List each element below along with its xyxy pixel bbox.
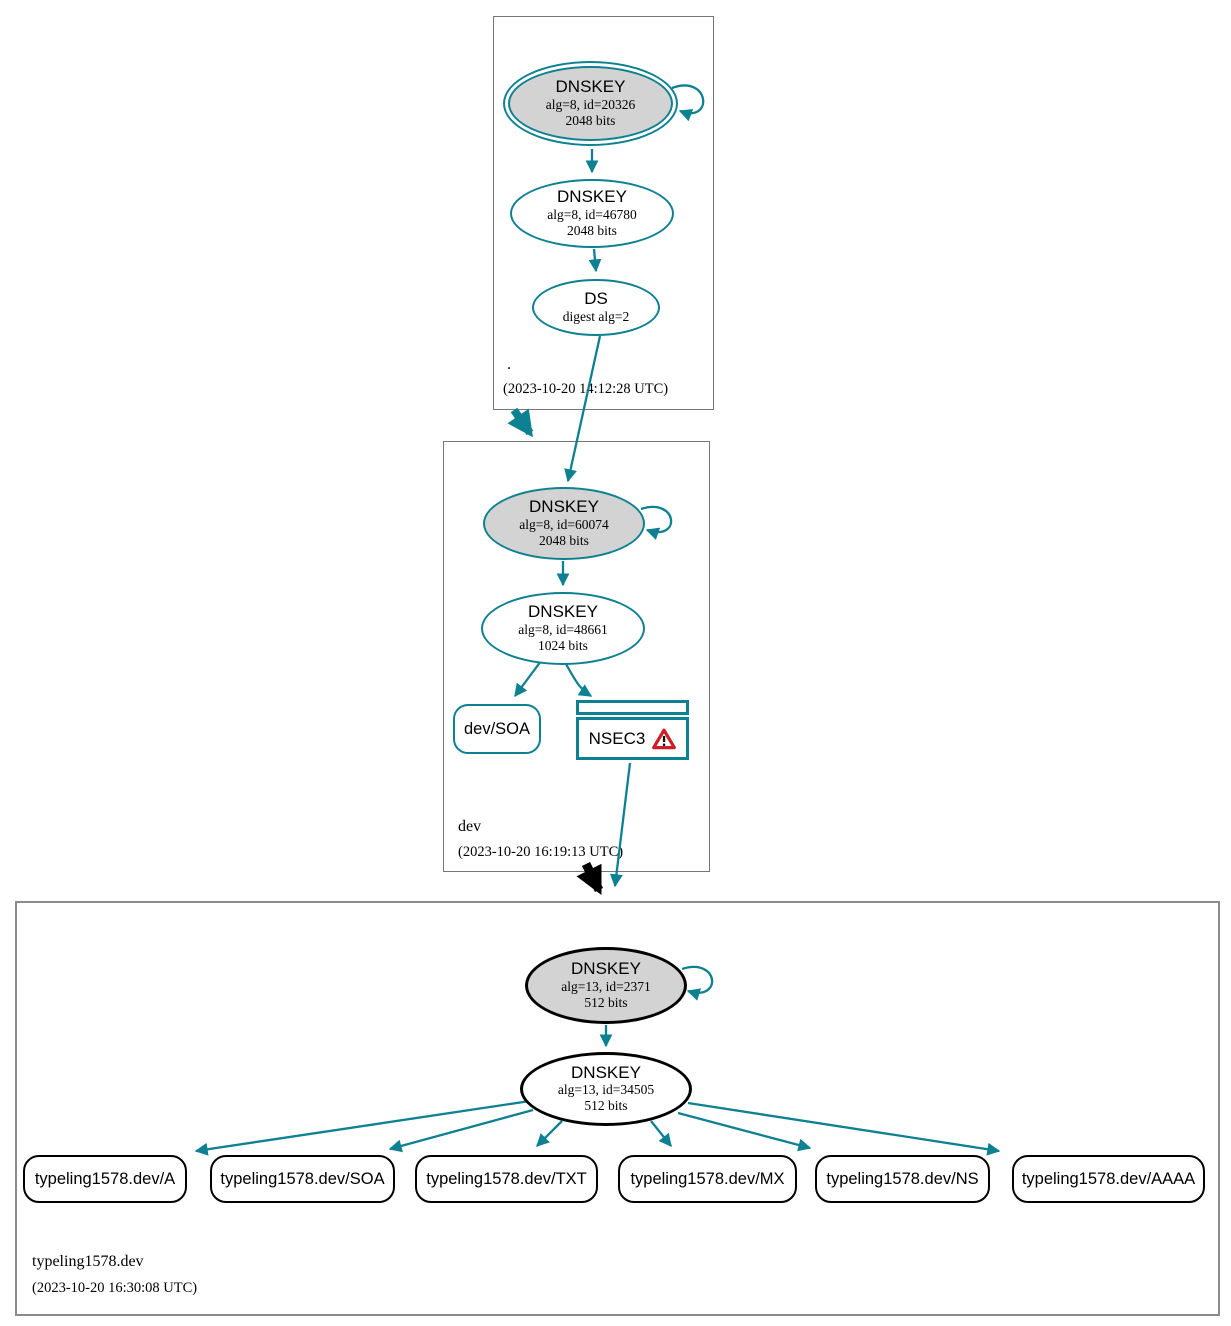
rrset-label: typeling1578.dev/A	[34, 1169, 176, 1188]
node-alg-id: alg=8, id=48661	[518, 621, 608, 637]
node-bits: 512 bits	[584, 994, 628, 1010]
rrset-label: typeling1578.dev/SOA	[220, 1169, 385, 1188]
zone-name-root: .	[507, 356, 511, 373]
node-rrset-ns[interactable]: typeling1578.dev/NS	[815, 1155, 990, 1203]
edge-zsk-to-rrset-a	[194, 1099, 531, 1156]
node-bits: 512 bits	[584, 1098, 628, 1114]
node-alg-id: alg=8, id=60074	[519, 516, 609, 532]
rrset-label: typeling1578.dev/AAAA	[1021, 1169, 1196, 1188]
node-dev-zsk[interactable]: DNSKEY alg=8, id=48661 1024 bits	[481, 592, 645, 665]
node-rrset-a[interactable]: typeling1578.dev/A	[23, 1155, 187, 1203]
node-title: DNSKEY	[529, 497, 599, 517]
node-title: DNSKEY	[571, 959, 641, 979]
node-dev-soa[interactable]: dev/SOA	[453, 704, 541, 754]
edge-nsec3-to-typeling	[609, 762, 632, 888]
edge-dev-ksk-selfsign	[640, 505, 673, 540]
node-typeling-zsk[interactable]: DNSKEY alg=13, id=34505 512 bits	[520, 1052, 692, 1126]
node-root-ksk[interactable]: DNSKEY alg=8, id=20326 2048 bits	[503, 61, 678, 146]
nsec3-body: NSEC3	[576, 717, 689, 760]
node-dev-nsec3[interactable]: NSEC3	[576, 700, 689, 760]
node-alg-id: alg=8, id=20326	[545, 96, 636, 112]
edge-dev-zsk-to-soa	[514, 660, 542, 698]
node-title: DNSKEY	[571, 1062, 641, 1082]
edge-root-ksk-selfsign	[671, 84, 705, 122]
rrset-label: typeling1578.dev/TXT	[426, 1169, 587, 1188]
node-rrset-txt[interactable]: typeling1578.dev/TXT	[415, 1155, 598, 1203]
edge-delegation-dev-to-typeling	[576, 861, 604, 896]
zone-timestamp-root: (2023-10-20 14:12:28 UTC)	[503, 381, 669, 397]
node-title: DNSKEY	[557, 187, 627, 207]
node-title: DNSKEY	[528, 602, 598, 622]
rrset-label: typeling1578.dev/NS	[826, 1169, 979, 1188]
node-rrset-aaaa[interactable]: typeling1578.dev/AAAA	[1012, 1155, 1205, 1203]
nsec3-top-strip	[576, 700, 689, 715]
node-alg-id: alg=13, id=2371	[561, 978, 651, 994]
node-dev-ksk[interactable]: DNSKEY alg=8, id=60074 2048 bits	[483, 487, 645, 560]
node-root-zsk[interactable]: DNSKEY alg=8, id=46780 2048 bits	[510, 179, 674, 248]
edge-zsk-to-rrset-txt	[536, 1120, 563, 1147]
nsec3-label: NSEC3	[588, 728, 646, 748]
edge-typeling-ksk-selfsign	[681, 965, 714, 1001]
rrset-label: dev/SOA	[463, 719, 531, 738]
zone-name-dev: dev	[458, 818, 482, 835]
edge-ds-to-dev-ksk	[564, 335, 602, 483]
zone-timestamp-dev: (2023-10-20 16:19:13 UTC)	[458, 844, 624, 860]
node-bits: 2048 bits	[565, 112, 616, 128]
node-rrset-mx[interactable]: typeling1578.dev/MX	[618, 1155, 797, 1203]
node-root-ksk-inner: DNSKEY alg=8, id=20326 2048 bits	[508, 66, 673, 141]
edge-zsk-to-rrset-aaaa	[687, 1101, 1001, 1156]
node-typeling-ksk[interactable]: DNSKEY alg=13, id=2371 512 bits	[525, 947, 687, 1024]
node-bits: 2048 bits	[539, 532, 589, 548]
node-root-ds[interactable]: DS digest alg=2	[532, 279, 660, 336]
edge-dev-zsk-to-nsec3	[564, 663, 593, 697]
node-digest: digest alg=2	[562, 308, 630, 324]
node-alg-id: alg=8, id=46780	[547, 206, 637, 222]
edge-root-zsk-to-ds	[588, 248, 602, 273]
node-bits: 1024 bits	[538, 637, 588, 653]
zone-name-typeling1578: typeling1578.dev	[32, 1253, 144, 1270]
node-bits: 2048 bits	[567, 222, 617, 238]
node-title: DNSKEY	[555, 77, 626, 97]
node-title: DS	[584, 289, 608, 309]
edge-zsk-to-rrset-ns	[677, 1111, 812, 1152]
zone-box-typeling1578	[15, 901, 1220, 1316]
node-rrset-soa[interactable]: typeling1578.dev/SOA	[210, 1155, 395, 1203]
edge-zsk-to-rrset-mx	[650, 1120, 672, 1148]
zone-box-root	[493, 16, 714, 410]
zone-timestamp-typeling1578: (2023-10-20 16:30:08 UTC)	[32, 1280, 198, 1296]
warning-icon	[652, 728, 677, 749]
rrset-label: typeling1578.dev/MX	[630, 1169, 785, 1188]
node-alg-id: alg=13, id=34505	[557, 1082, 655, 1098]
edge-delegation-root-to-dev	[507, 407, 534, 438]
edge-zsk-to-rrset-soa	[388, 1108, 534, 1153]
